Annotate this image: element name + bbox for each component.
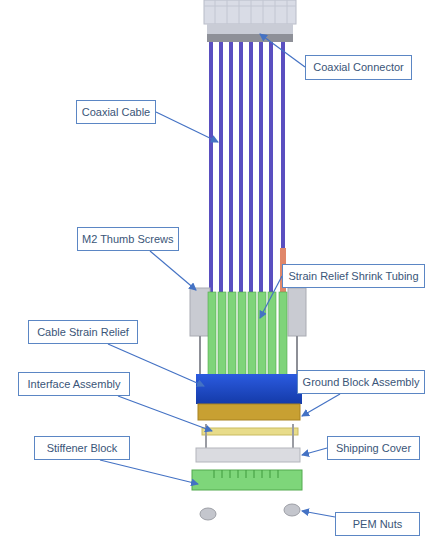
callout-box: Ground Block Assembly: [297, 370, 425, 394]
callout-label: Cable Strain Relief: [37, 326, 129, 339]
screw-pin: [292, 424, 294, 448]
callout-label: Coaxial Cable: [82, 106, 150, 119]
pem-nuts: [200, 504, 300, 520]
callout-label: Stiffener Block: [47, 442, 118, 455]
callout-box: PEM Nuts: [335, 512, 420, 536]
screw-pin: [205, 424, 207, 448]
callout-box: Coaxial Cable: [76, 100, 156, 124]
cable-strain-relief: [196, 374, 302, 404]
shipping-cover: [196, 448, 300, 462]
coaxial-cables: [211, 42, 283, 300]
callout-box: Strain Relief Shrink Tubing: [282, 264, 425, 288]
callout-label: PEM Nuts: [353, 518, 403, 531]
interface-assembly: [202, 428, 298, 435]
stiffener-block: [192, 470, 302, 490]
callout-box: Shipping Cover: [327, 436, 420, 460]
strain-relief-shrink-tubing: [208, 292, 287, 376]
callout-label: Strain Relief Shrink Tubing: [288, 270, 418, 283]
callout-label: M2 Thumb Screws: [82, 233, 174, 246]
callout-box: Coaxial Connector: [305, 55, 412, 80]
callout-label: Shipping Cover: [336, 442, 411, 455]
ground-block: [198, 404, 300, 420]
callout-label: Coaxial Connector: [313, 61, 404, 74]
callout-box: M2 Thumb Screws: [77, 227, 179, 251]
callout-label: Interface Assembly: [28, 378, 121, 391]
callout-box: Stiffener Block: [34, 436, 130, 460]
callout-label: Ground Block Assembly: [303, 376, 420, 389]
callout-box: Interface Assembly: [18, 372, 130, 396]
callout-box: Cable Strain Relief: [28, 320, 138, 344]
coaxial-connector: [204, 0, 296, 42]
